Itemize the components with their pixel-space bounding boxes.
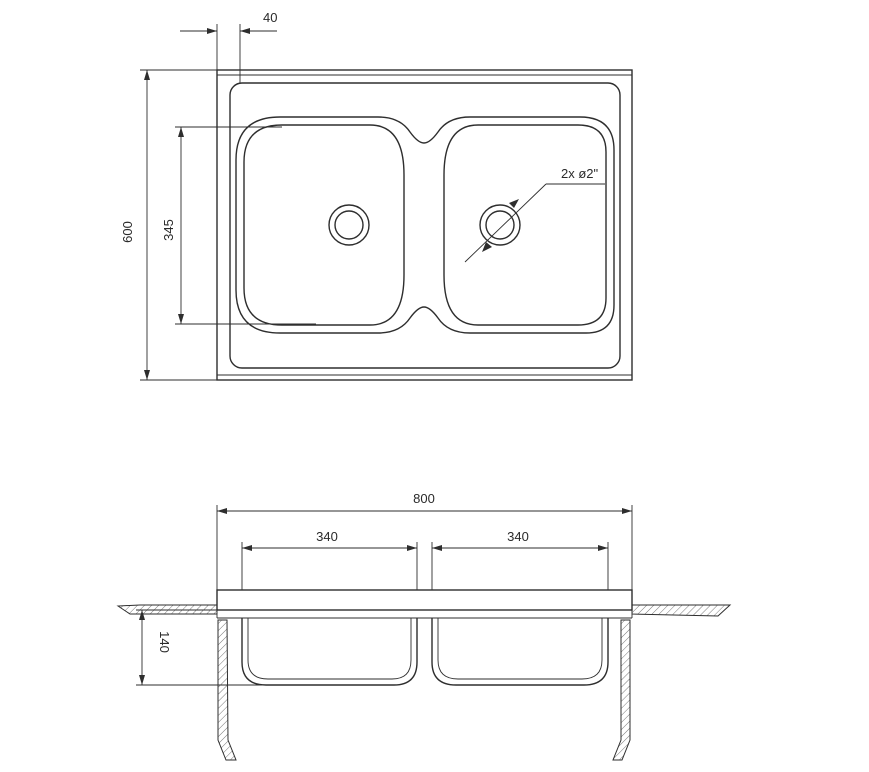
- left-bowl-inner: [243, 124, 405, 326]
- sink-inner-flange: [229, 82, 621, 369]
- dim-total-arrow-right: [622, 508, 632, 514]
- dim-total-label: 800: [413, 491, 435, 506]
- dim-bowl-depth-arrow-top: [178, 127, 184, 137]
- dim-right-bowl-arrow-right: [598, 545, 608, 551]
- sink-outer-rim: [216, 69, 633, 381]
- drain-callout-arrow-2: [509, 199, 519, 208]
- right-countertop-section: [631, 604, 732, 617]
- top-view: 2x ø2" 40 600 345: [120, 10, 633, 381]
- dim-height-label: 140: [157, 631, 172, 653]
- right-bowl-profile-inner: [437, 618, 603, 680]
- dim-height-arrow-top: [139, 610, 145, 620]
- dim-depth-arrow-bottom: [144, 370, 150, 380]
- bowls-outer-outline: [235, 116, 615, 334]
- left-drain-icon: [328, 204, 370, 246]
- left-cabinet-wall: [217, 619, 237, 761]
- right-cabinet-wall: [612, 619, 631, 761]
- dim-left-bowl-label: 340: [316, 529, 338, 544]
- side-view: 800 340 340 140: [116, 491, 732, 761]
- dim-depth-arrow-top: [144, 70, 150, 80]
- dim-bowl-depth-arrow-bottom: [178, 314, 184, 324]
- dim-flange-label: 40: [263, 10, 277, 25]
- dim-flange-arrow-left: [207, 28, 217, 34]
- left-countertop-section: [116, 604, 218, 615]
- dim-height-arrow-bottom: [139, 675, 145, 685]
- left-bowl-profile: [241, 618, 418, 686]
- dim-left-bowl-arrow-left: [242, 545, 252, 551]
- dim-depth-label: 600: [120, 221, 135, 243]
- dim-bowl-depth-label: 345: [161, 219, 176, 241]
- right-bowl-inner: [443, 124, 607, 326]
- dim-right-bowl-arrow-left: [432, 545, 442, 551]
- drain-callout-arrow: [482, 242, 492, 252]
- right-drain-icon: [479, 204, 521, 246]
- dim-total-arrow-left: [217, 508, 227, 514]
- sink-top-plate: [216, 589, 633, 611]
- drain-callout-label: 2x ø2": [561, 166, 599, 181]
- dim-left-bowl-arrow-right: [407, 545, 417, 551]
- dim-right-bowl-label: 340: [507, 529, 529, 544]
- dim-flange-arrow-right: [240, 28, 250, 34]
- right-bowl-profile: [431, 618, 609, 686]
- drain-callout-leader: [464, 183, 547, 263]
- left-bowl-profile-inner: [247, 618, 412, 680]
